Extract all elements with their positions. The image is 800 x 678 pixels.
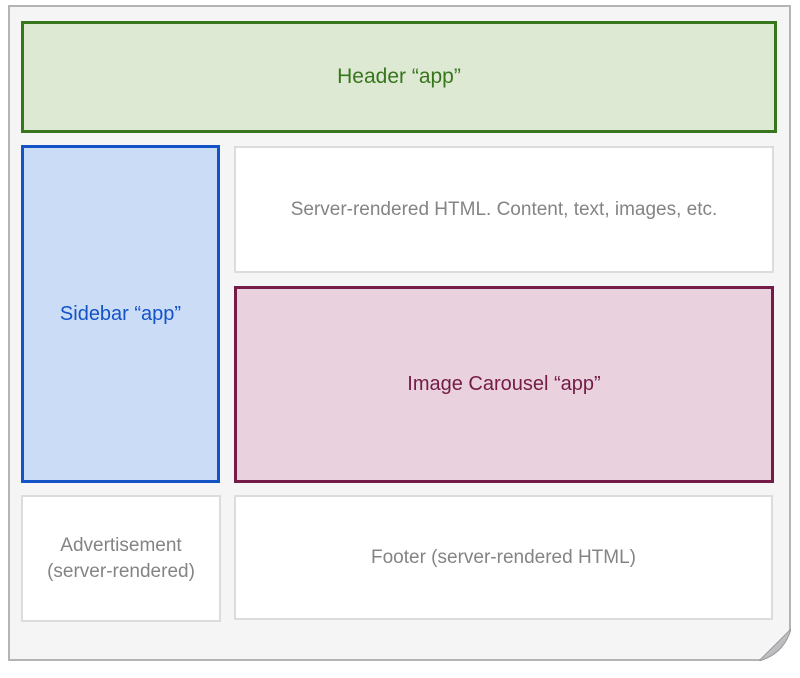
server-content-label: Server-rendered HTML. Content, text, ima… <box>290 198 718 220</box>
footer-label: Footer (server-rendered HTML) <box>370 546 637 568</box>
server-content-box: Server-rendered HTML. Content, text, ima… <box>234 146 774 273</box>
advertisement-box: Advertisement (server-rendered) <box>21 495 221 622</box>
footer-box: Footer (server-rendered HTML) <box>234 495 773 620</box>
sidebar-app-label: Sidebar “app” <box>59 302 182 325</box>
image-carousel-app-label: Image Carousel “app” <box>407 373 601 395</box>
header-app-box: Header “app” <box>21 21 777 133</box>
sidebar-app-box: Sidebar “app” <box>21 145 220 483</box>
page-outline: Header “app” Sidebar “app” Server-render… <box>8 5 791 661</box>
advertisement-label: Advertisement (server-rendered) <box>47 534 195 582</box>
image-carousel-app-box: Image Carousel “app” <box>234 286 774 483</box>
header-app-label: Header “app” <box>337 65 461 88</box>
folded-corner-icon <box>758 628 791 661</box>
